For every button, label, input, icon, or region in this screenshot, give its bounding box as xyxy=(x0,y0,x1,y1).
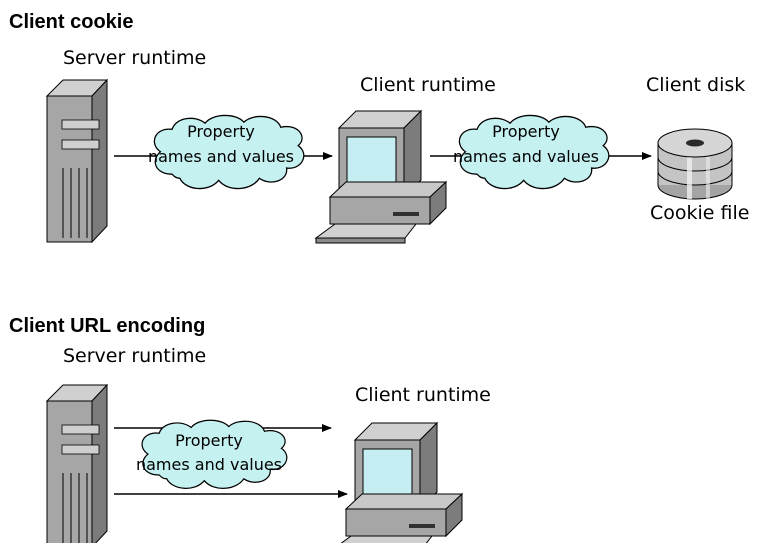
computer-icon xyxy=(315,110,447,244)
client-runtime-label: Client runtime xyxy=(360,74,496,96)
cloud3-line1: Property xyxy=(175,431,243,450)
cloud2-line1: Property xyxy=(492,122,560,141)
cookie-file-label: Cookie file xyxy=(650,202,749,224)
section2-title: Client URL encoding xyxy=(9,315,205,337)
disk-icon xyxy=(657,128,733,200)
section1-title: Client cookie xyxy=(9,11,133,33)
server-runtime-label-2: Server runtime xyxy=(63,345,206,367)
server-icon xyxy=(46,384,108,543)
computer-icon xyxy=(331,422,463,543)
client-disk-label: Client disk xyxy=(646,74,745,96)
cloud3-line2: names and values xyxy=(136,455,282,474)
cloud2-line2: names and values xyxy=(453,147,599,166)
server-runtime-label: Server runtime xyxy=(63,47,206,69)
server-icon xyxy=(46,79,108,243)
client-runtime-label-2: Client runtime xyxy=(355,384,491,406)
cloud1-line1: Property xyxy=(187,122,255,141)
cloud1-line2: names and values xyxy=(148,147,294,166)
